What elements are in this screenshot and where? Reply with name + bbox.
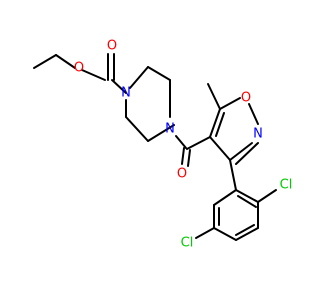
bond-carbamate-c-n bbox=[111, 79, 127, 94]
piperazine-ring bbox=[125, 66, 175, 142]
bond-isoxazole-phenyl bbox=[229, 159, 237, 191]
atom-cl-left: Cl bbox=[181, 236, 194, 251]
bond-methyl bbox=[207, 83, 221, 110]
bond-c-cl-left bbox=[195, 227, 215, 239]
atom-n-piperazine-4: N bbox=[165, 122, 175, 137]
ethyl-group bbox=[33, 54, 76, 69]
bond-ester-o-c bbox=[81, 69, 106, 81]
amide-carbonyl-double-bond bbox=[181, 147, 191, 167]
atom-o-isoxazole: O bbox=[241, 91, 251, 106]
atom-cl-right: Cl bbox=[280, 178, 293, 193]
isoxazole-ring bbox=[209, 97, 259, 165]
atom-n-isoxazole: N bbox=[253, 127, 263, 142]
phenyl-ring bbox=[213, 189, 259, 241]
atom-o-carbonyl-ester: O bbox=[107, 39, 117, 54]
structure-drawing: O O N N O O N Cl Cl bbox=[33, 39, 293, 251]
molecule-canvas: O O N N O O N Cl Cl bbox=[33, 38, 293, 251]
bond-n-amide-c bbox=[175, 135, 187, 149]
ester-carbonyl-double-bond bbox=[107, 53, 115, 81]
bond-c-cl-right bbox=[257, 189, 277, 203]
atom-o-ester: O bbox=[74, 61, 84, 76]
atom-o-amide: O bbox=[177, 167, 187, 182]
bond-amide-c-c4 bbox=[186, 136, 211, 150]
atom-n-piperazine-1: N bbox=[121, 86, 131, 101]
